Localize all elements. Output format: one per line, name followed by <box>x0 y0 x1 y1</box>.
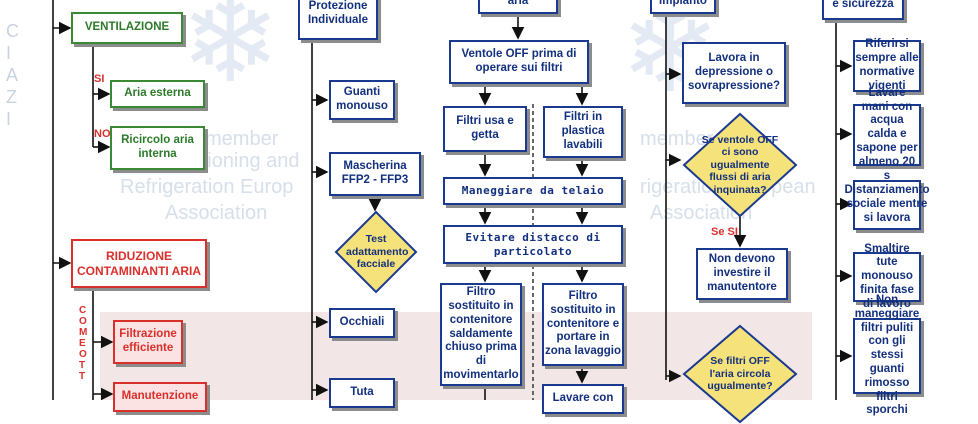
lavare-mani-box: Lavare mani con acqua calda e sapone per… <box>853 87 921 182</box>
filtri-off-diamond: Se filtri OFF l'aria circola ugualmente? <box>682 324 798 424</box>
watermark-text: Refrigeration Europ <box>120 176 294 198</box>
non-maneggiare-box: Non maneggiare filtri puliti con gli ste… <box>853 293 921 417</box>
watermark-vertical-text: C I A Z I <box>6 21 19 129</box>
evitare-distacco-box: Evitare distacco di particolato <box>443 225 623 264</box>
come-ottenerla-label: COME OTT <box>79 305 88 382</box>
guanti-box: Guanti monouso <box>329 80 395 120</box>
filtri-plastica-box: Filtri in plastica lavabili <box>543 106 623 158</box>
ventole-off-diamond: Se ventole OFF ci sono ugualmente flussi… <box>682 112 798 218</box>
distanziamento-box: Distanziamento sociale mentre si lavora <box>845 180 930 230</box>
filtri-usa-getta-box: Filtri usa e getta <box>443 106 527 152</box>
tuta-box: Tuta <box>329 378 395 408</box>
connector-lines <box>52 0 853 400</box>
watermark-text: member <box>205 128 279 150</box>
riferirsi-normative-box: Riferirsi sempre alle normative vigenti <box>853 38 921 92</box>
test-adattamento-diamond: Test adattamento facciale <box>334 210 418 294</box>
impianto-header: impianto <box>650 0 716 14</box>
ventilazione-box: VENTILAZIONE <box>71 12 183 44</box>
lavare-con-box: Lavare con <box>542 384 624 414</box>
filtrazione-box: Filtrazione efficiente <box>113 320 183 364</box>
no-label: NO <box>94 128 111 140</box>
lavora-depressione-box: Lavora in depressione o sovrapressione? <box>682 42 786 104</box>
protezione-individuale-header: Protezione Individuale <box>298 0 378 40</box>
watermark-text: nditioning and <box>175 150 300 172</box>
ricircolo-box: Ricircolo aria interna <box>110 126 205 170</box>
mascherina-box: Mascherina FFP2 - FFP3 <box>329 152 421 196</box>
non-devono-box: Non devono investire il manutentore <box>696 248 788 300</box>
smaltire-tute-box: Smaltire tute monouso finita fase di lav… <box>853 243 921 310</box>
manutenzione-box: Manutenzione <box>113 382 207 412</box>
maneggiare-telaio-box: Maneggiare da telaio <box>443 177 623 205</box>
se-si-label: Se SI <box>711 226 738 238</box>
aria-esterna-box: Aria esterna <box>110 80 205 108</box>
filtro-sostituito-chiuso-box: Filtro sostituito in contenitore saldame… <box>440 283 522 386</box>
sicurezza-header: e sicurezza <box>822 0 904 20</box>
filtri-aria-header: aria <box>478 0 558 14</box>
occhiali-box: Occhiali <box>329 308 395 338</box>
si-label: SI <box>94 73 105 85</box>
ventole-off-box: Ventole OFF prima di operare sui filtri <box>449 40 589 84</box>
riduzione-contaminanti-box: RIDUZIONE CONTAMINANTI ARIA <box>71 239 207 288</box>
watermark-text: Association <box>650 202 753 224</box>
watermark-text: member <box>640 128 714 150</box>
watermark-text: Association <box>165 202 268 224</box>
filtro-sostituito-lavaggio-box: Filtro sostituito in contenitore e porta… <box>542 283 624 366</box>
